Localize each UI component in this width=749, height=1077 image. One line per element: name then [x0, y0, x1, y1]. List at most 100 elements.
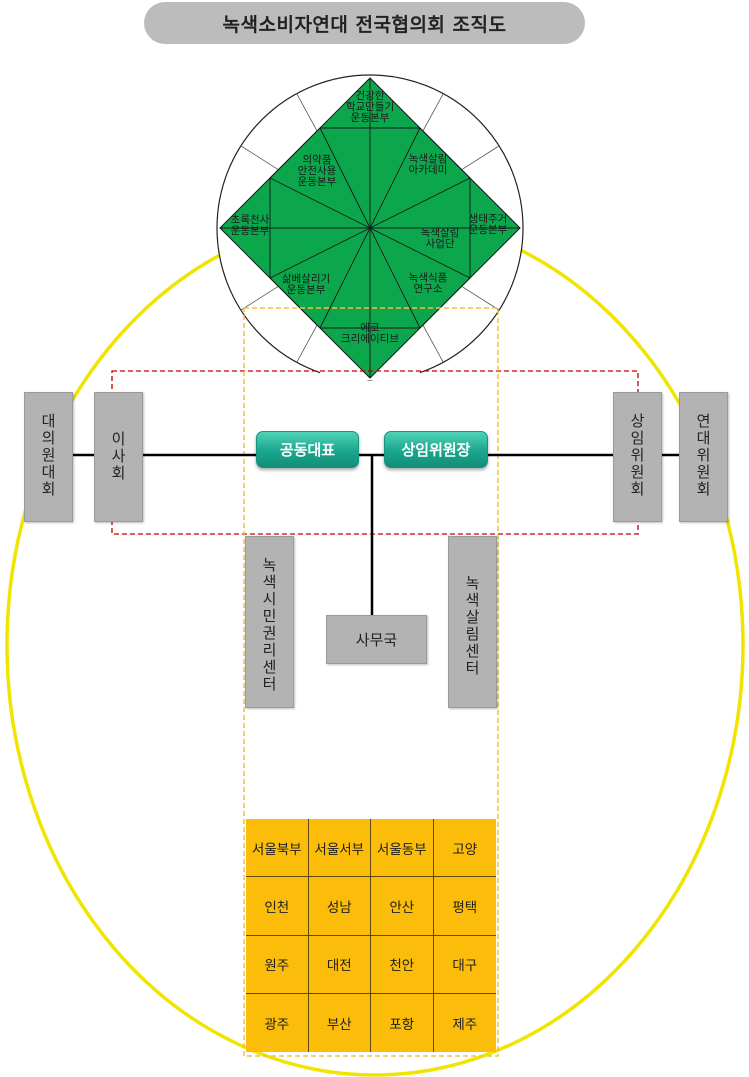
box-char: 임: [630, 429, 645, 447]
box-char: 위: [630, 446, 645, 464]
branch-cell: 고양: [433, 819, 496, 878]
diamond-line: [419, 277, 471, 329]
secretariat-label: 사무국: [355, 631, 398, 649]
box-char: 센: [465, 642, 480, 660]
diamond-line: [269, 227, 371, 279]
page-title: 녹색소비자연대 전국협의회 조직도: [144, 2, 585, 44]
co-representative-label: 공동대표: [279, 441, 336, 459]
branch-cell: 성남: [308, 877, 371, 936]
branch-cell: 천안: [371, 935, 434, 994]
box-char: 터: [465, 659, 480, 677]
branch-cell: 대전: [308, 935, 371, 994]
box-char: 터: [262, 675, 277, 693]
box-char: 회: [630, 480, 645, 498]
circle-radial-line: [296, 93, 318, 132]
standing-chair-label: 상임위원장: [401, 441, 471, 459]
branch-cell: 서울북부: [246, 819, 309, 878]
circle-gap: [320, 372, 420, 390]
diamond-line: [369, 227, 421, 329]
circle-radial-line: [461, 145, 500, 171]
diamond-line: [269, 177, 371, 229]
diamond-line: [369, 227, 471, 279]
standing-chair-button: 상임위원장: [384, 431, 488, 468]
box-char: 리: [262, 641, 277, 659]
box-char: 원: [41, 446, 56, 464]
box-char: 상: [630, 412, 645, 430]
circle-radial-line: [240, 145, 279, 171]
box-char: 원: [630, 463, 645, 481]
box-secretariat: 사무국: [326, 615, 427, 664]
box-char: 회: [696, 480, 711, 498]
orange-dashed-group: [243, 307, 499, 1057]
box-char: 회: [41, 480, 56, 498]
diamond-line: [269, 277, 321, 329]
branch-cell: 서울서부: [308, 819, 371, 878]
box-char: 대: [696, 429, 711, 447]
box-char: 이: [111, 430, 126, 448]
circle-radial-line: [422, 324, 444, 363]
red-dashed-group: [111, 370, 639, 535]
branch-cell: 대구: [433, 936, 496, 994]
circle-radial-line: [296, 324, 318, 363]
box-char: 민: [262, 607, 277, 625]
box-char: 색: [262, 573, 277, 591]
box-char: 사: [111, 447, 126, 465]
circle-radial-line: [422, 93, 444, 132]
box-char: 녹: [465, 574, 480, 592]
branch-cell: 제주: [452, 1016, 478, 1033]
circle-radial-line: [240, 285, 279, 311]
branch-cell: 원주: [246, 935, 309, 994]
branch-cell: 평택: [433, 877, 496, 936]
diamond-grid-lines: [220, 78, 520, 378]
box-char: 색: [465, 591, 480, 609]
box-char: 회: [111, 464, 126, 482]
branch-cell: 부산: [309, 993, 371, 1052]
branch-cell: 서울동부: [371, 819, 434, 878]
box-char: 위: [696, 446, 711, 464]
branch-cell: 인천: [246, 877, 309, 936]
diamond-line: [269, 127, 321, 179]
diamond-line: [319, 127, 371, 229]
diamond-line: [319, 227, 371, 329]
branch-cell: 안산: [371, 877, 434, 936]
box-char: 센: [262, 658, 277, 676]
circle-radial-line: [461, 285, 500, 311]
box-char: 권: [262, 624, 277, 642]
box-char: 시: [262, 590, 277, 608]
co-representative-button: 공동대표: [256, 431, 359, 468]
box-char: 의: [41, 429, 56, 447]
branch-cell: 포항: [371, 993, 434, 1052]
box-char: 대: [41, 412, 56, 430]
diamond-line: [369, 177, 471, 229]
box-char: 원: [696, 463, 711, 481]
box-char: 림: [465, 625, 480, 643]
box-char: 살: [465, 608, 480, 626]
box-char: 녹: [262, 556, 277, 574]
branch-cell: 광주: [246, 993, 309, 1052]
circle-radial-lines: [240, 93, 500, 363]
box-char: 대: [41, 463, 56, 481]
